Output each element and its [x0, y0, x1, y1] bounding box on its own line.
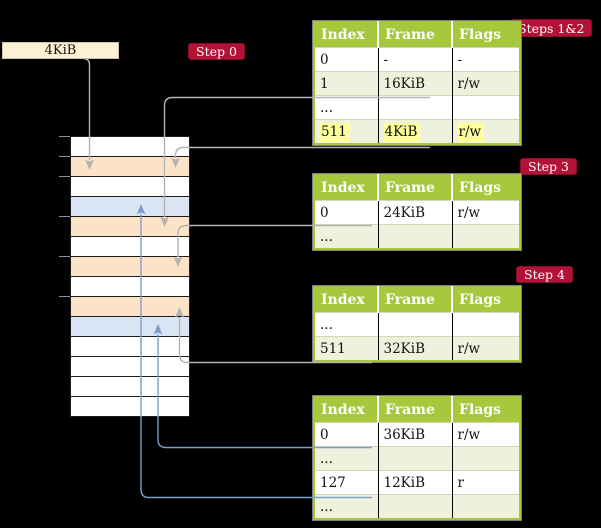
column-header-index: Index — [314, 175, 379, 201]
root-frame-label: 4KiB — [2, 42, 119, 59]
cell-index: 127 — [320, 474, 346, 491]
table-row: ... — [314, 95, 520, 120]
column-header-frame: Frame — [378, 22, 453, 48]
column-header-index: Index — [314, 22, 379, 48]
table-row: 511 32KiB r/w — [314, 336, 520, 361]
cell-index: ... — [320, 228, 333, 245]
column-header-flags: Flags — [452, 175, 520, 201]
step-3-badge: Step 3 — [520, 158, 577, 175]
cell-index: 511 — [320, 122, 350, 142]
table-row-highlighted: 511 4KiB r/w — [314, 119, 520, 144]
page-table-leaf: Index Frame Flags 0 36KiB r/w ... 127 12… — [313, 396, 521, 520]
table-header-row: Index Frame Flags — [314, 22, 520, 48]
page-table-level2: Index Frame Flags 0 24KiB r/w ... — [313, 174, 521, 250]
memory-row — [71, 277, 189, 297]
table-row: 1 16KiB r/w — [314, 71, 520, 96]
column-header-frame: Frame — [378, 287, 453, 313]
table-row: 0 24KiB r/w — [314, 200, 520, 225]
cell-flags: r/w — [457, 340, 481, 357]
cell-index: 0 — [320, 426, 329, 443]
table-header-row: Index Frame Flags — [314, 287, 520, 313]
step-0-badge: Step 0 — [188, 43, 245, 60]
cell-flags: r/w — [457, 204, 481, 221]
physical-memory-column — [70, 136, 190, 417]
column-header-flags: Flags — [452, 287, 520, 313]
table-row: ... — [314, 312, 520, 337]
table-row: 0 - - — [314, 47, 520, 72]
memory-row — [71, 257, 189, 277]
cell-flags: - — [457, 51, 463, 68]
memory-row — [71, 337, 189, 357]
page-table-root: Index Frame Flags 0 - - 1 16KiB r/w ... … — [313, 21, 521, 145]
table-row: ... — [314, 494, 520, 519]
column-header-index: Index — [314, 397, 379, 423]
page-table-level3: Index Frame Flags ... 511 32KiB r/w — [313, 286, 521, 362]
table-header-row: Index Frame Flags — [314, 175, 520, 201]
memory-row — [71, 217, 189, 237]
cell-frame: 12KiB — [383, 474, 426, 491]
memory-row — [71, 317, 189, 337]
memory-row — [71, 157, 189, 177]
cell-index: 0 — [320, 204, 329, 221]
cell-frame: - — [383, 51, 389, 68]
table-row: ... — [314, 446, 520, 471]
cell-index: ... — [320, 99, 333, 116]
cell-frame: 24KiB — [383, 204, 426, 221]
memory-row — [71, 197, 189, 217]
cell-frame: 16KiB — [383, 75, 426, 92]
cell-flags: r/w — [457, 426, 481, 443]
cell-flags: r — [457, 474, 464, 491]
step-4-badge: Step 4 — [516, 266, 573, 283]
axis-tick — [59, 156, 70, 157]
memory-row — [71, 357, 189, 377]
table-row: 127 12KiB r — [314, 470, 520, 495]
memory-row — [71, 397, 189, 416]
memory-row — [71, 237, 189, 257]
table-row: 0 36KiB r/w — [314, 422, 520, 447]
axis-tick — [59, 136, 70, 137]
column-header-flags: Flags — [452, 397, 520, 423]
axis-tick — [59, 176, 70, 177]
cell-index: ... — [320, 498, 333, 515]
memory-row — [71, 297, 189, 317]
table-header-row: Index Frame Flags — [314, 397, 520, 423]
cell-index: ... — [320, 450, 333, 467]
cell-index: 0 — [320, 51, 329, 68]
memory-row — [71, 177, 189, 197]
column-header-index: Index — [314, 287, 379, 313]
cell-flags: r/w — [457, 75, 481, 92]
cell-frame: 32KiB — [383, 340, 426, 357]
axis-tick — [59, 256, 70, 257]
cell-flags: r/w — [457, 122, 485, 142]
column-header-flags: Flags — [452, 22, 520, 48]
cell-frame: 36KiB — [383, 426, 426, 443]
cell-frame: 4KiB — [383, 122, 421, 142]
axis-tick — [59, 216, 70, 217]
table-row: ... — [314, 224, 520, 249]
column-header-frame: Frame — [378, 397, 453, 423]
memory-row — [71, 377, 189, 397]
arrow-entry511-to-4kib-frame — [174, 146, 430, 158]
axis-tick — [59, 296, 70, 297]
column-header-frame: Frame — [378, 175, 453, 201]
cell-index: 1 — [320, 75, 329, 92]
memory-row — [71, 137, 189, 157]
steps-1-2-badge: Steps 1&2 — [510, 19, 593, 37]
cell-index: 511 — [320, 340, 346, 357]
cell-index: ... — [320, 316, 333, 333]
